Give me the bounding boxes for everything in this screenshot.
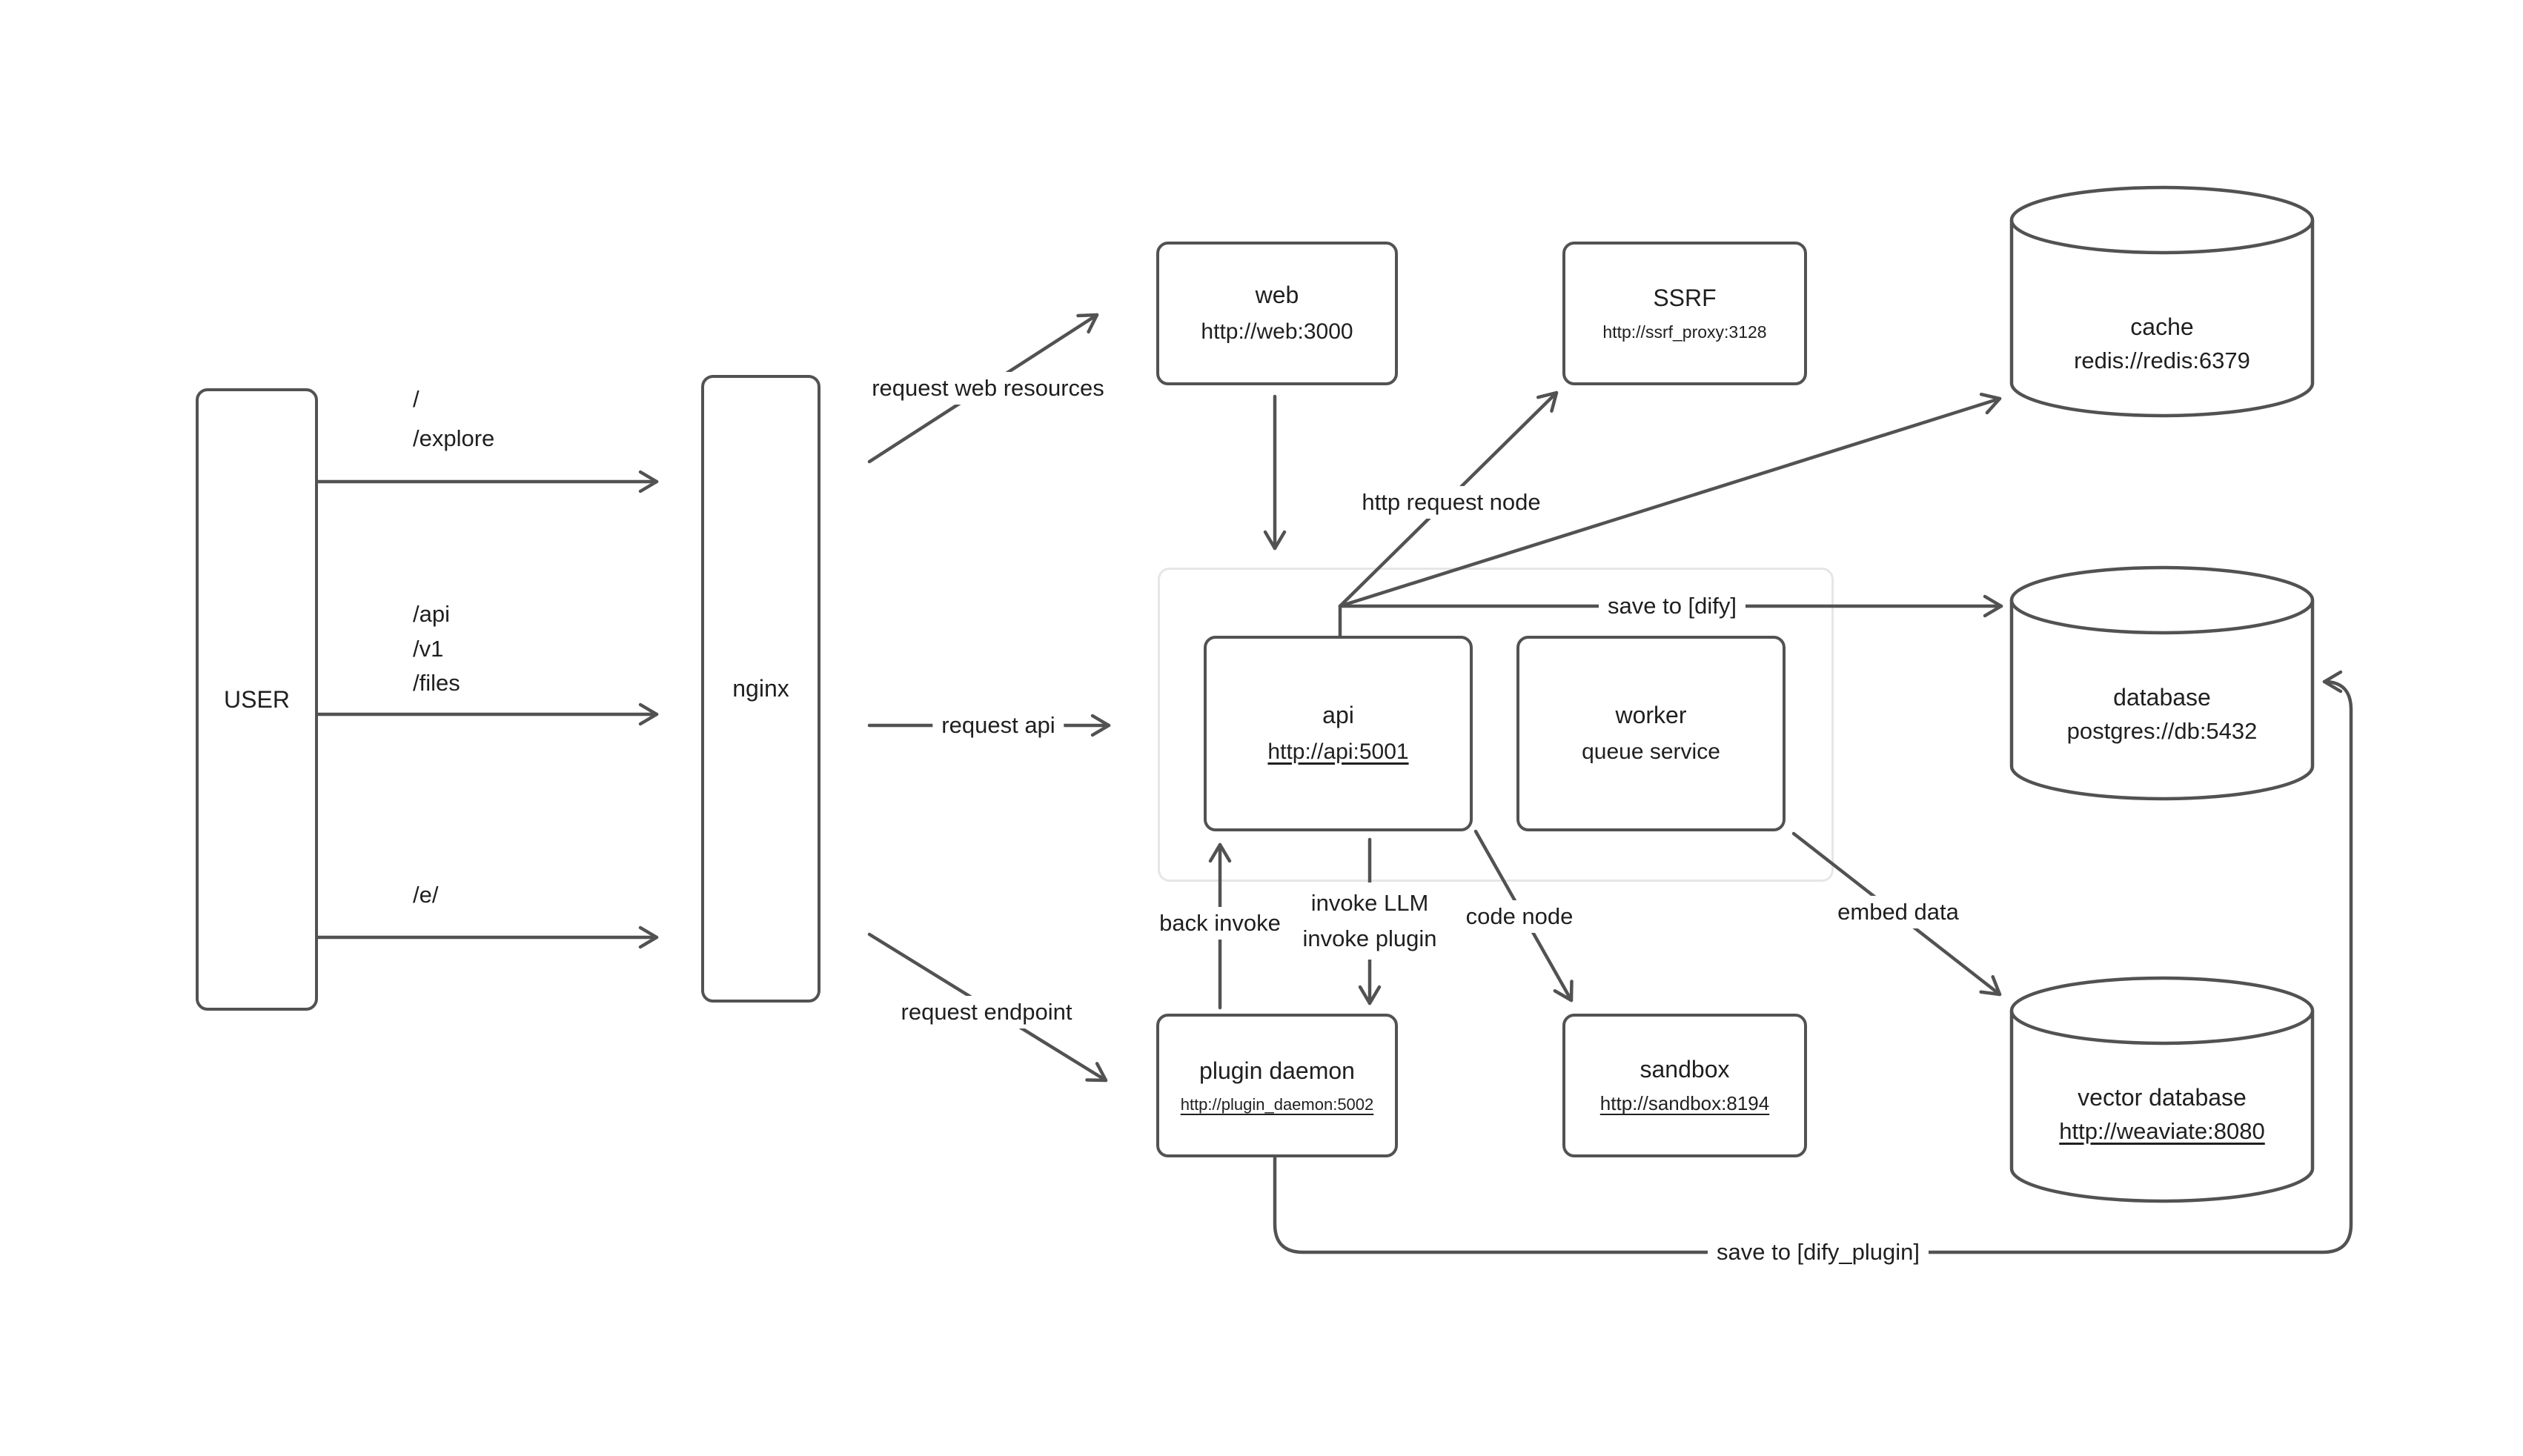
node-vector-database-url-link[interactable]: http://weaviate:8080 [2059, 1118, 2265, 1144]
node-database-title: database [2113, 684, 2211, 711]
node-web: web http://web:3000 [1156, 242, 1398, 385]
node-user-label: USER [224, 685, 290, 713]
label-embed-data: embed data [1829, 896, 1968, 928]
node-cache-title: cache [2130, 313, 2194, 340]
node-plugin-daemon: plugin daemon http://plugin_daemon:5002 [1156, 1014, 1398, 1157]
node-worker-title: worker [1615, 702, 1687, 729]
node-sandbox: sandbox http://sandbox:8194 [1562, 1014, 1807, 1157]
label-request-api: request api [932, 709, 1064, 742]
label-files-path: /files [413, 670, 460, 696]
node-database-url: postgres://db:5432 [2066, 718, 2258, 744]
node-ssrf-title: SSRF [1653, 285, 1717, 312]
node-user: USER [196, 388, 318, 1011]
label-api-path: /api [413, 601, 450, 627]
node-worker: worker queue service [1516, 636, 1786, 831]
label-save-to-dify: save to [dify] [1598, 590, 1746, 622]
node-nginx-label: nginx [732, 675, 789, 702]
node-plugin-daemon-url-link[interactable]: http://plugin_daemon:5002 [1180, 1094, 1374, 1114]
node-ssrf: SSRF http://ssrf_proxy:3128 [1562, 242, 1807, 385]
node-ssrf-url: http://ssrf_proxy:3128 [1602, 322, 1767, 342]
node-cache-url: redis://redis:6379 [2074, 348, 2250, 373]
edge-plugin-database-loop [1273, 670, 2353, 1254]
dify-services-group-frame [1158, 568, 1834, 882]
vector-database-cylinder [2009, 976, 2315, 1203]
label-explore-path: /explore [413, 425, 495, 451]
label-e-path: /e/ [413, 882, 439, 908]
node-cache: cache redis://redis:6379 [2012, 310, 2313, 378]
node-web-url: http://web:3000 [1201, 319, 1353, 345]
node-sandbox-title: sandbox [1640, 1055, 1730, 1083]
node-database: database postgres://db:5432 [2012, 680, 2313, 748]
node-api-url-link[interactable]: http://api:5001 [1267, 739, 1409, 765]
edge-api-cache [1338, 392, 2002, 608]
label-invoke-llm: invoke LLM [1310, 890, 1429, 916]
node-nginx: nginx [701, 375, 820, 1003]
label-root-path: / [413, 386, 420, 412]
node-api-title: api [1322, 702, 1354, 729]
label-invoke: invoke LLM invoke plugin [1293, 882, 1446, 960]
node-plugin-daemon-title: plugin daemon [1199, 1057, 1355, 1084]
node-worker-subtitle: queue service [1582, 739, 1720, 765]
database-cylinder [2009, 565, 2315, 801]
label-request-endpoint: request endpoint [892, 996, 1081, 1028]
node-vector-database-title: vector database [2078, 1084, 2247, 1111]
node-sandbox-url-link[interactable]: http://sandbox:8194 [1599, 1092, 1770, 1115]
label-http-request-node: http request node [1353, 486, 1550, 519]
label-request-web-resources: request web resources [863, 372, 1113, 405]
label-v1-path: /v1 [413, 636, 444, 662]
node-vector-database: vector database http://weaviate:8080 [2012, 1080, 2313, 1148]
label-save-to-dify-plugin: save to [dify_plugin] [1707, 1236, 1929, 1269]
label-invoke-plugin: invoke plugin [1302, 925, 1437, 951]
node-web-title: web [1255, 282, 1299, 309]
label-back-invoke: back invoke [1150, 907, 1290, 940]
label-code-node: code node [1456, 900, 1582, 933]
node-api: api http://api:5001 [1204, 636, 1473, 831]
cache-cylinder [2009, 185, 2315, 418]
